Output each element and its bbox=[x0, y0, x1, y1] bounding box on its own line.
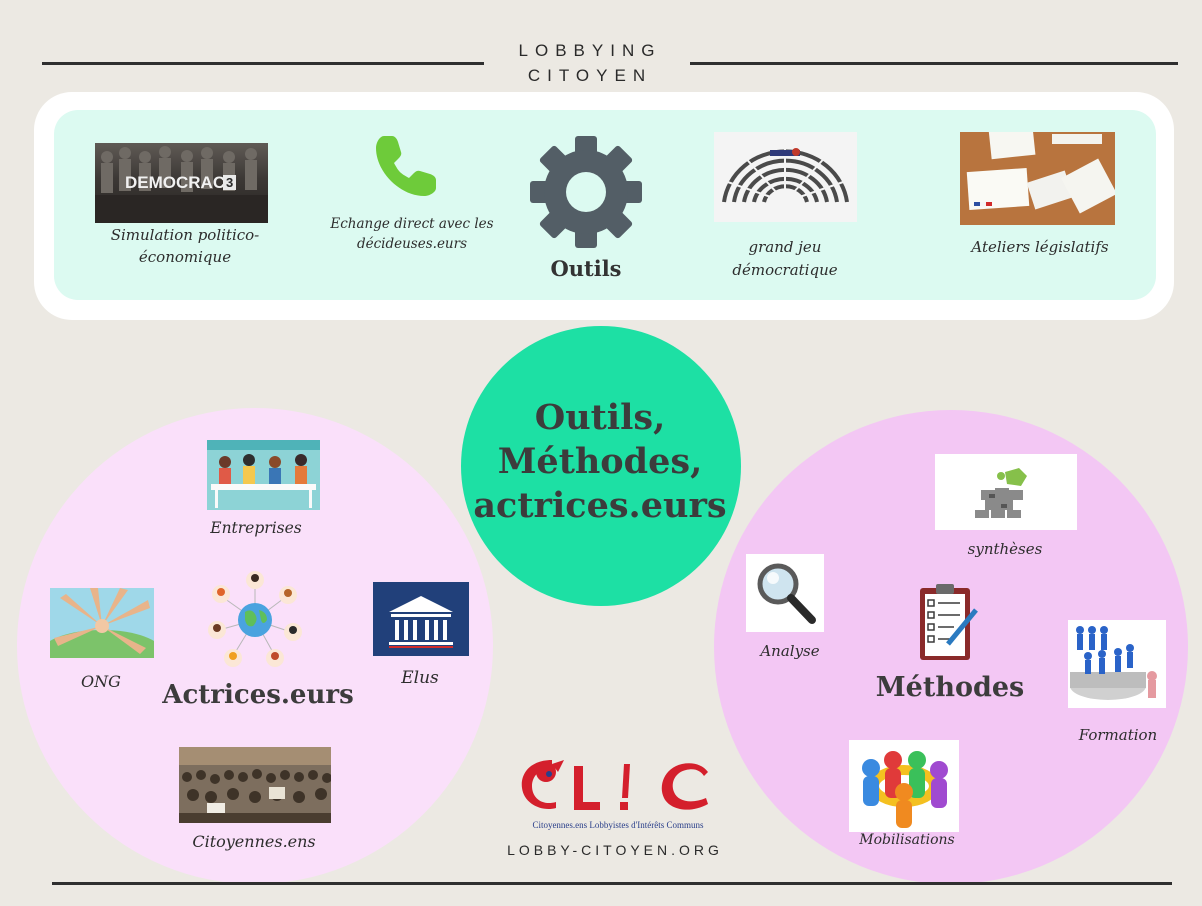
formation-image bbox=[1068, 620, 1166, 708]
site-url: LOBBY-CITOYEN.ORG bbox=[507, 842, 723, 858]
hands-together-icon bbox=[50, 588, 154, 658]
gear-icon bbox=[530, 136, 642, 248]
header-rule-left bbox=[42, 62, 484, 65]
clic-logo-icon bbox=[521, 760, 708, 810]
democracy-game-image: DEMOCRACY 3 bbox=[95, 143, 268, 223]
caption-ateliers: Ateliers législatifs bbox=[971, 238, 1109, 256]
analyse-image bbox=[746, 554, 824, 632]
clipboard-checklist-icon bbox=[920, 584, 978, 660]
assemblee-building-icon bbox=[389, 596, 453, 648]
mobilisations-image bbox=[849, 740, 959, 832]
methods-heading: Méthodes bbox=[875, 672, 1025, 703]
caption-mobilisations: Mobilisations bbox=[859, 832, 955, 848]
ateliers-image bbox=[960, 132, 1115, 225]
actors-heading: Actrices.eurs bbox=[162, 680, 354, 710]
cards-on-table-icon bbox=[966, 132, 1115, 214]
page-title: LOBBYING CITOYEN bbox=[440, 38, 740, 88]
office-team-icon bbox=[207, 440, 320, 508]
caption-simulation: Simulation politico-économique bbox=[110, 226, 260, 266]
footer-rule bbox=[52, 882, 1172, 885]
democracy-logo-text: DEMOCRACY bbox=[125, 173, 237, 192]
tools-heading: Outils bbox=[550, 256, 622, 281]
crowd-protest-icon bbox=[179, 747, 331, 823]
title-line-2: CITOYEN bbox=[527, 66, 653, 85]
puzzle-stack-icon bbox=[975, 468, 1027, 518]
caption-entreprises: Entreprises bbox=[210, 519, 302, 537]
center-line-1: Outils, bbox=[534, 397, 666, 438]
header-rule-right bbox=[690, 62, 1178, 65]
caption-formation: Formation bbox=[1078, 726, 1158, 744]
elus-image bbox=[373, 582, 469, 656]
hemicycle-icon bbox=[721, 140, 850, 203]
citoyens-image bbox=[179, 747, 331, 823]
center-title: Outils, Méthodes, actrices.eurs bbox=[462, 396, 738, 528]
phone-icon bbox=[376, 136, 436, 196]
center-line-2: Méthodes, bbox=[497, 441, 703, 482]
caption-analyse: Analyse bbox=[760, 642, 820, 660]
caption-ong: ONG bbox=[81, 672, 121, 691]
center-line-3: actrices.eurs bbox=[473, 485, 727, 526]
magnifier-icon bbox=[757, 563, 816, 624]
hemicycle-image bbox=[714, 132, 857, 222]
team-climb-icon bbox=[1070, 626, 1157, 700]
caption-syntheses: synthèses bbox=[967, 540, 1043, 558]
caption-echange: Echange direct avec les décideuses.eurs bbox=[330, 216, 494, 252]
caption-citoyens: Citoyennes.ens bbox=[192, 832, 316, 851]
caption-jeu: grand jeu démocratique bbox=[732, 238, 838, 279]
people-circle-icon bbox=[862, 751, 948, 828]
democracy-logo-number: 3 bbox=[223, 175, 237, 190]
people-network-icon bbox=[208, 571, 302, 667]
caption-elus: Elus bbox=[401, 668, 439, 688]
syntheses-image bbox=[935, 454, 1077, 530]
title-line-1: LOBBYING bbox=[518, 41, 662, 60]
ong-image bbox=[50, 588, 154, 658]
clic-tagline: Citoyennes.ens Lobbyistes d'Intérêts Com… bbox=[532, 820, 704, 830]
entreprises-image bbox=[207, 440, 320, 510]
center-circle bbox=[461, 326, 741, 606]
